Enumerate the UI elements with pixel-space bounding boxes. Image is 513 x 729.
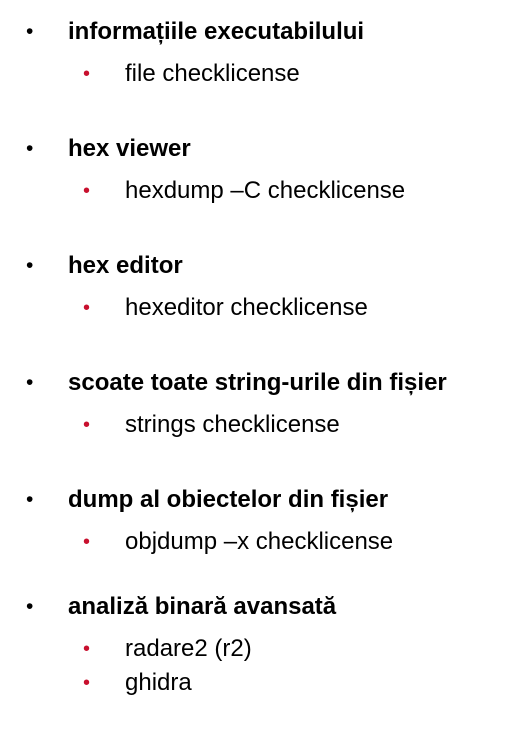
bullet-icon: • <box>83 531 91 553</box>
main-item: • hex viewer <box>0 134 513 164</box>
bullet-icon: • <box>83 180 91 202</box>
main-item: • hex editor <box>0 251 513 281</box>
bullet-icon: • <box>26 488 34 511</box>
sub-item-label: hexdump –C checklicense <box>125 177 406 204</box>
main-item-label: analiză binară avansată <box>68 593 337 620</box>
main-item: • dump al obiectelor din fișier <box>0 485 513 515</box>
bullet-icon: • <box>26 371 34 394</box>
list-item-advanced-analysis: • analiză binară avansată • radare2 (r2)… <box>0 592 513 702</box>
bullet-icon: • <box>83 638 91 660</box>
sub-item: • radare2 (r2) <box>0 634 513 668</box>
list-item-strings: • scoate toate string-urile din fișier •… <box>0 368 513 444</box>
list-item-objdump: • dump al obiectelor din fișier • objdum… <box>0 485 513 561</box>
main-item-label: hex editor <box>68 252 183 279</box>
sub-item: • objdump –x checklicense <box>0 527 513 561</box>
list-item-executable-info: • informațiile executabilului • file che… <box>0 17 513 93</box>
bullet-icon: • <box>83 414 91 436</box>
sub-item: • file checklicense <box>0 59 513 93</box>
bullet-icon: • <box>26 137 34 160</box>
sub-item-label: ghidra <box>125 669 192 696</box>
list-item-hex-viewer: • hex viewer • hexdump –C checklicense <box>0 134 513 210</box>
sub-item: • strings checklicense <box>0 410 513 444</box>
sub-item-label: hexeditor checklicense <box>125 294 368 321</box>
main-item-label: scoate toate string-urile din fișier <box>68 369 447 396</box>
sub-item: • hexeditor checklicense <box>0 293 513 327</box>
bullet-icon: • <box>83 672 91 694</box>
bullet-icon: • <box>83 63 91 85</box>
sub-item-label: file checklicense <box>125 60 300 87</box>
bullet-icon: • <box>26 254 34 277</box>
sub-item-label: objdump –x checklicense <box>125 528 394 555</box>
sub-item-label: strings checklicense <box>125 411 340 438</box>
sub-item: • hexdump –C checklicense <box>0 176 513 210</box>
main-item-label: informațiile executabilului <box>68 18 365 45</box>
sub-item: • ghidra <box>0 668 513 702</box>
bullet-icon: • <box>26 20 34 43</box>
bullet-icon: • <box>83 297 91 319</box>
list-item-hex-editor: • hex editor • hexeditor checklicense <box>0 251 513 327</box>
main-item-label: dump al obiectelor din fișier <box>68 486 389 513</box>
bullet-icon: • <box>26 595 34 618</box>
main-item-label: hex viewer <box>68 135 191 162</box>
main-item: • informațiile executabilului <box>0 17 513 47</box>
sub-item-label: radare2 (r2) <box>125 635 252 662</box>
main-item: • scoate toate string-urile din fișier <box>0 368 513 398</box>
main-item: • analiză binară avansată <box>0 592 513 622</box>
